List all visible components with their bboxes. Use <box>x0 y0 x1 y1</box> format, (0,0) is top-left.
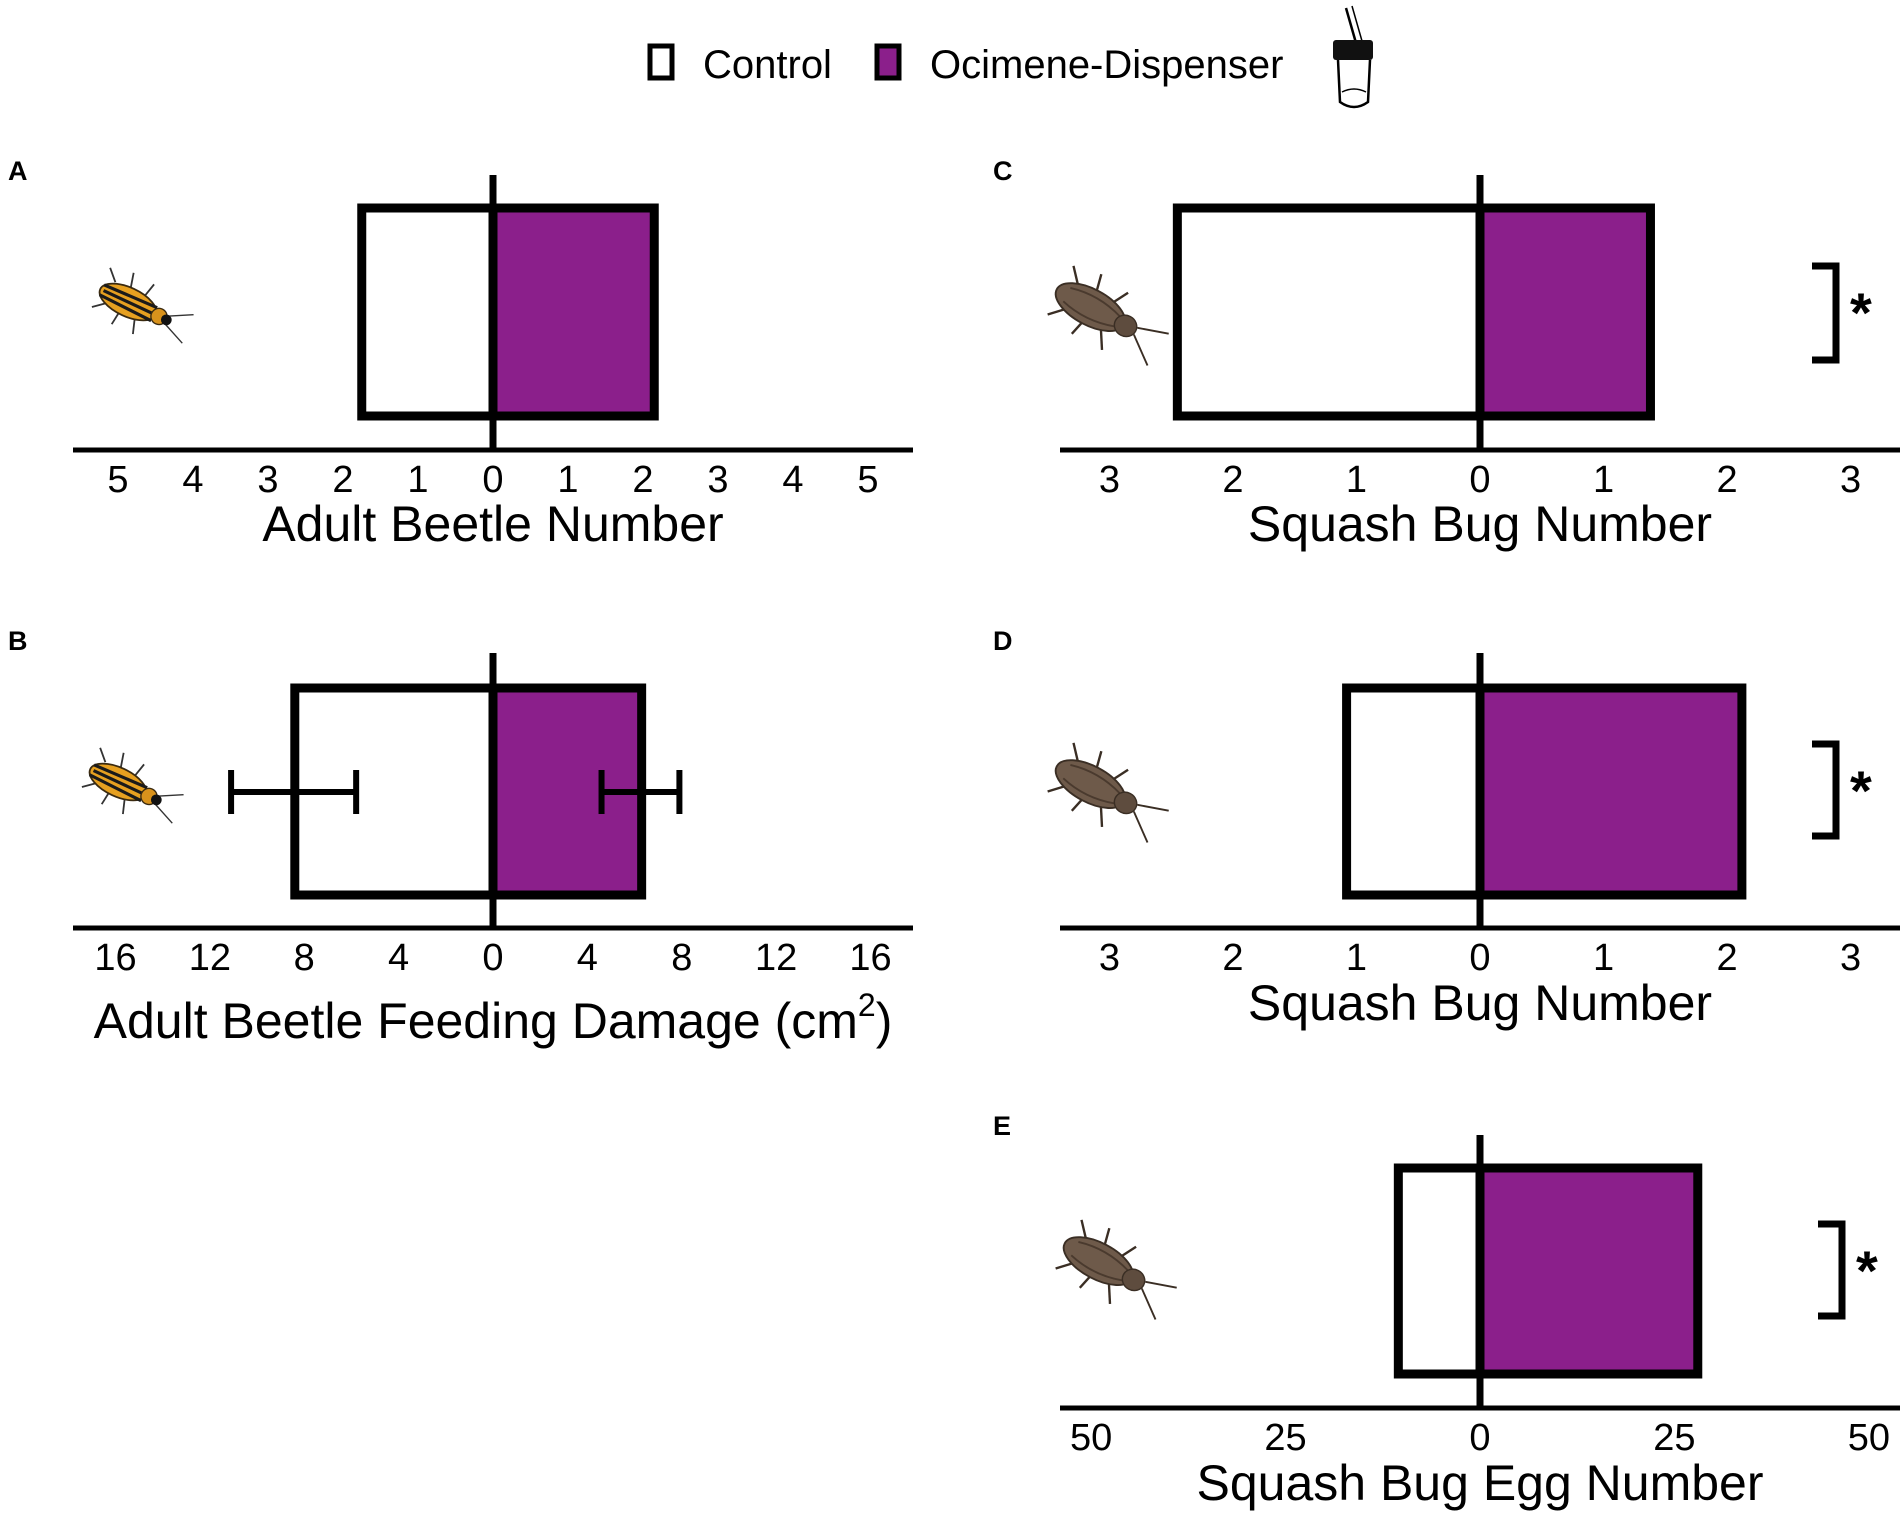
tick-label: 1 <box>557 459 578 501</box>
tick-label: 3 <box>1099 937 1120 979</box>
panel-c: C 3 2 1 0 1 2 3 * Squash Bug Number <box>993 156 1900 552</box>
legend-label-treatment: Ocimene-Dispenser <box>930 43 1283 87</box>
x-axis-title: Adult Beetle Feeding Damage (cm2) <box>94 987 893 1049</box>
control-bar <box>1393 1163 1485 1379</box>
x-axis-title: Squash Bug Egg Number <box>1196 1455 1763 1511</box>
legend: Control Ocimene-Dispenser <box>647 5 1373 109</box>
tick-labels: 3 2 1 0 1 2 3 <box>1099 459 1861 501</box>
panel-a: A 5 4 3 2 1 0 1 2 3 4 5 Adult Beetle Number <box>8 156 913 552</box>
tick-label: 0 <box>1469 937 1490 979</box>
tick-labels: 5 4 3 2 1 0 1 2 3 4 5 <box>107 459 878 501</box>
panel-letter-d: D <box>993 626 1013 656</box>
tick-label: 0 <box>1469 1417 1490 1459</box>
tick-label: 0 <box>482 459 503 501</box>
tick-label: 4 <box>577 937 598 979</box>
tick-label: 3 <box>257 459 278 501</box>
treatment-error-bar <box>598 770 683 814</box>
tick-label: 25 <box>1653 1417 1695 1459</box>
tick-label: 12 <box>189 937 231 979</box>
squash-bug-icon <box>1040 734 1180 853</box>
tick-label: 16 <box>94 937 136 979</box>
tick-label: 25 <box>1264 1417 1306 1459</box>
significance-marker: * <box>1850 281 1872 344</box>
legend-label-control: Control <box>703 43 832 87</box>
tick-label: 8 <box>671 937 692 979</box>
tick-label: 1 <box>1593 459 1614 501</box>
legend-swatch-treatment <box>874 43 902 81</box>
tick-label: 5 <box>107 459 128 501</box>
panel-d: D 3 2 1 0 1 2 3 * Squash Bug Number <box>993 626 1900 1031</box>
tick-label: 4 <box>182 459 203 501</box>
control-bar <box>1342 683 1485 900</box>
significance-bracket <box>1812 740 1840 840</box>
tick-label: 12 <box>755 937 797 979</box>
tick-label: 2 <box>1222 937 1243 979</box>
tick-label: 3 <box>1099 459 1120 501</box>
significance-bracket <box>1812 262 1840 364</box>
significance-marker: * <box>1856 1239 1878 1302</box>
panel-letter-b: B <box>8 626 28 656</box>
striped-beetle-icon <box>77 741 193 837</box>
dispenser-vial-icon <box>1333 5 1373 109</box>
control-bar <box>1172 203 1485 421</box>
tick-label: 2 <box>1716 937 1737 979</box>
tick-labels: 16 12 8 4 0 4 8 12 16 <box>94 937 891 979</box>
x-axis-title-superscript: 2 <box>858 987 876 1023</box>
tick-label: 2 <box>1716 459 1737 501</box>
panel-letter-a: A <box>8 156 28 186</box>
tick-label: 2 <box>332 459 353 501</box>
tick-labels: 50 25 0 25 50 <box>1070 1417 1890 1459</box>
control-error-bar <box>228 770 360 814</box>
legend-swatch-control <box>647 43 675 81</box>
significance-marker: * <box>1850 759 1872 822</box>
treatment-bar <box>1475 203 1655 421</box>
tick-label: 16 <box>849 937 891 979</box>
tick-label: 2 <box>632 459 653 501</box>
significance-bracket <box>1818 1220 1846 1320</box>
control-bar <box>357 203 498 421</box>
panel-b: B 16 12 8 4 0 4 8 12 16 Adult Beetle Feeding Dam… <box>8 626 913 1049</box>
tick-label: 3 <box>707 459 728 501</box>
squash-bug-icon <box>1048 1211 1188 1330</box>
tick-label: 2 <box>1222 459 1243 501</box>
tick-label: 50 <box>1848 1417 1890 1459</box>
tick-label: 4 <box>388 937 409 979</box>
tick-label: 3 <box>1840 937 1861 979</box>
tick-label: 0 <box>1469 459 1490 501</box>
striped-beetle-icon <box>87 261 203 357</box>
x-axis-title: Squash Bug Number <box>1248 496 1712 552</box>
tick-label: 8 <box>294 937 315 979</box>
tick-label: 1 <box>1346 459 1367 501</box>
panel-e: E 50 25 0 25 50 * Squash Bug Egg Number <box>993 1111 1900 1511</box>
tick-label: 50 <box>1070 1417 1112 1459</box>
tick-label: 3 <box>1840 459 1861 501</box>
tick-label: 1 <box>1346 937 1367 979</box>
x-axis-title: Adult Beetle Number <box>262 496 723 552</box>
treatment-bar <box>1475 683 1747 900</box>
tick-label: 5 <box>857 459 878 501</box>
tick-labels: 3 2 1 0 1 2 3 <box>1099 937 1861 979</box>
panel-letter-c: C <box>993 156 1013 186</box>
tick-label: 4 <box>782 459 803 501</box>
x-axis-title: Squash Bug Number <box>1248 975 1712 1031</box>
squash-bug-icon <box>1040 257 1180 376</box>
treatment-bar <box>1475 1163 1703 1379</box>
tick-label: 1 <box>407 459 428 501</box>
panel-letter-e: E <box>993 1111 1011 1141</box>
treatment-bar <box>488 203 659 421</box>
tick-label: 1 <box>1593 937 1614 979</box>
tick-label: 0 <box>482 937 503 979</box>
